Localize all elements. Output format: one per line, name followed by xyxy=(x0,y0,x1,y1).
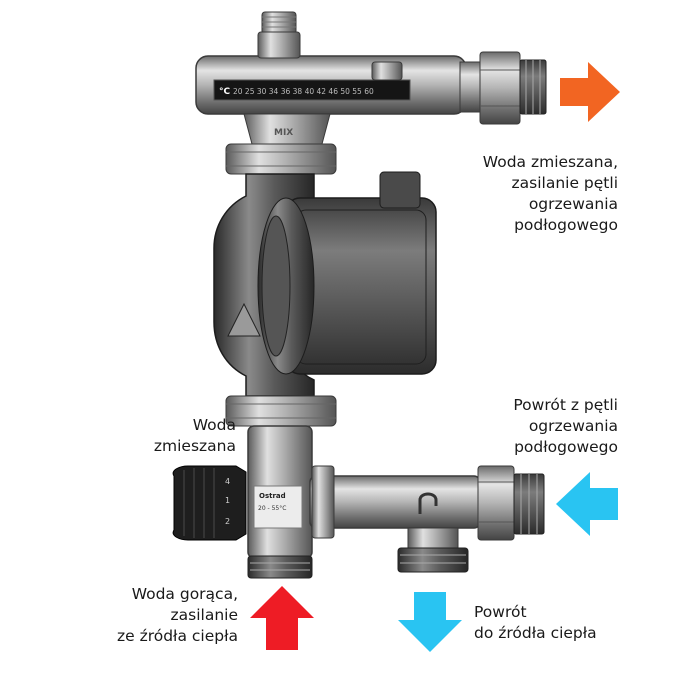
return-inlet-arrow-icon xyxy=(556,472,618,536)
thermostatic-knob: 4 1 2 xyxy=(172,465,247,541)
upper-nut xyxy=(225,143,337,175)
knob-mark-4: 4 xyxy=(225,477,230,486)
return-source-arrow-icon xyxy=(398,592,462,652)
knob-mark-2: 2 xyxy=(225,517,230,526)
flow-direction-icon xyxy=(227,302,261,337)
thermometer-unit: °C xyxy=(219,87,231,97)
top-manifold: °C 20 25 30 34 36 38 40 42 46 50 55 60 xyxy=(195,11,467,115)
outlet-fitting xyxy=(459,51,547,125)
thermometer xyxy=(213,79,411,101)
label-mixed-water: Woda zmieszana xyxy=(153,416,236,455)
return-fitting xyxy=(477,465,545,541)
valve-range: 20 - 55°C xyxy=(258,505,286,512)
mix-collar: MIX xyxy=(243,113,331,145)
valve-plate xyxy=(253,485,303,529)
valve-brand: Ostrad xyxy=(259,492,286,500)
return-pipe xyxy=(309,465,481,573)
thermometer-scale: 20 25 30 34 36 38 40 42 46 50 55 60 xyxy=(233,87,374,96)
label-return-loop: Powrót z pętli ogrzewania podłogowego xyxy=(513,396,618,456)
circulation-pump xyxy=(213,171,437,397)
label-hot-supply: Woda gorąca, zasilanie ze źródła ciepła xyxy=(116,585,238,645)
mixing-valve-body: Ostrad 20 - 55°C xyxy=(247,425,313,579)
label-mixed-supply: Woda zmieszana, zasilanie pętli ogrzewan… xyxy=(482,153,618,234)
mix-mark: MIX xyxy=(274,128,293,138)
label-return-source: Powrót do źródła ciepła xyxy=(474,603,597,642)
bypass-valve-icon xyxy=(418,492,438,514)
outlet-arrow-icon xyxy=(560,62,620,122)
hot-supply-arrow-icon xyxy=(250,586,314,650)
lower-nut xyxy=(225,395,337,427)
knob-mark-1: 1 xyxy=(225,496,230,505)
